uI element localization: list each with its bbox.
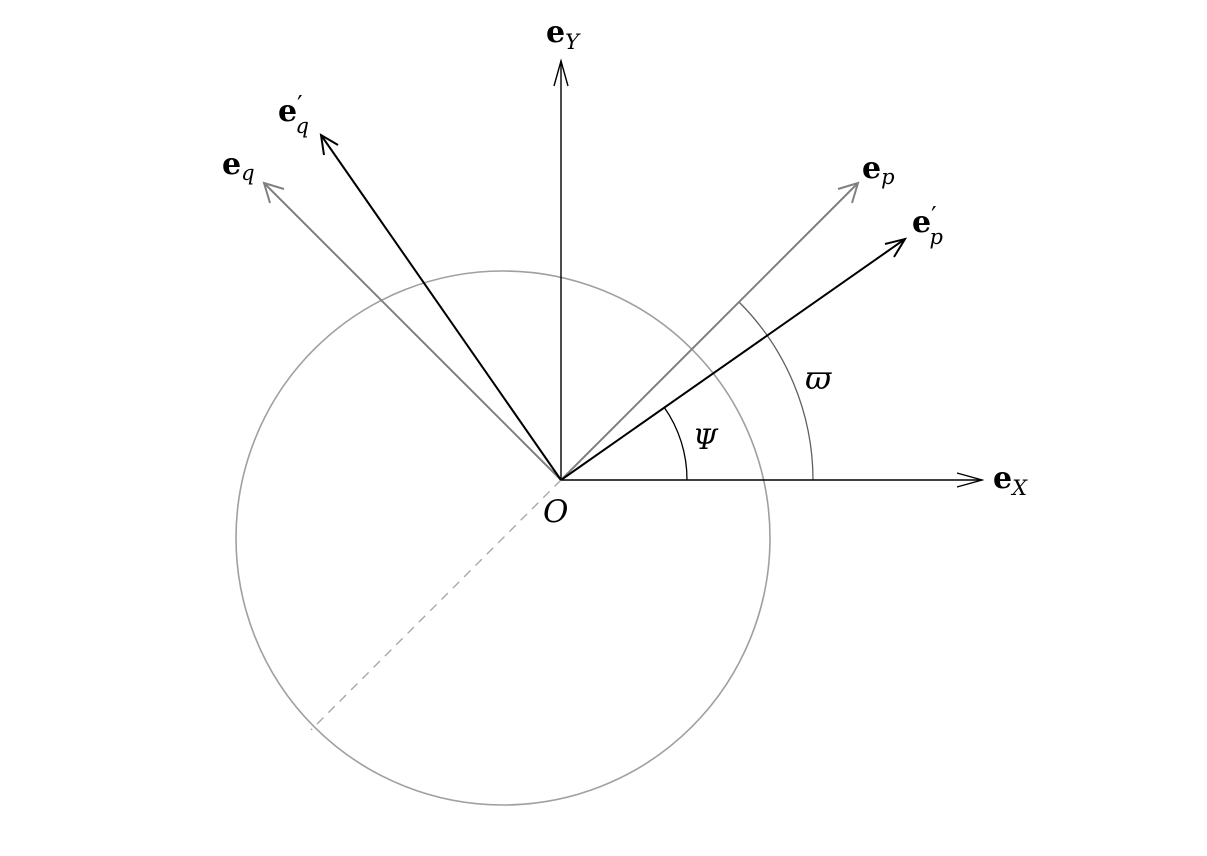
e-y-axis (553, 58, 569, 480)
e-x-axis (561, 472, 985, 488)
label-varpi-angle: ϖ (805, 359, 832, 397)
label-e-p-prime: e′p (912, 202, 943, 249)
e-q-vector (262, 181, 562, 481)
dashed-diameter (310, 479, 562, 731)
e-p-vector (560, 181, 860, 481)
e-q-prime-vector (319, 133, 562, 481)
label-e-q-prime: e′q (278, 91, 309, 138)
psi-angle-arc (663, 406, 688, 481)
label-e-p: ep (862, 151, 895, 189)
label-e-x: eX (993, 461, 1028, 500)
label-e-y: eY (546, 15, 581, 54)
label-psi-angle: Ψ (693, 423, 719, 456)
label-e-q: eq (222, 147, 255, 185)
varpi-angle-arc (738, 301, 814, 481)
reference-circle (235, 270, 771, 806)
label-origin: O (543, 494, 568, 530)
e-p-prime-vector (560, 237, 908, 481)
